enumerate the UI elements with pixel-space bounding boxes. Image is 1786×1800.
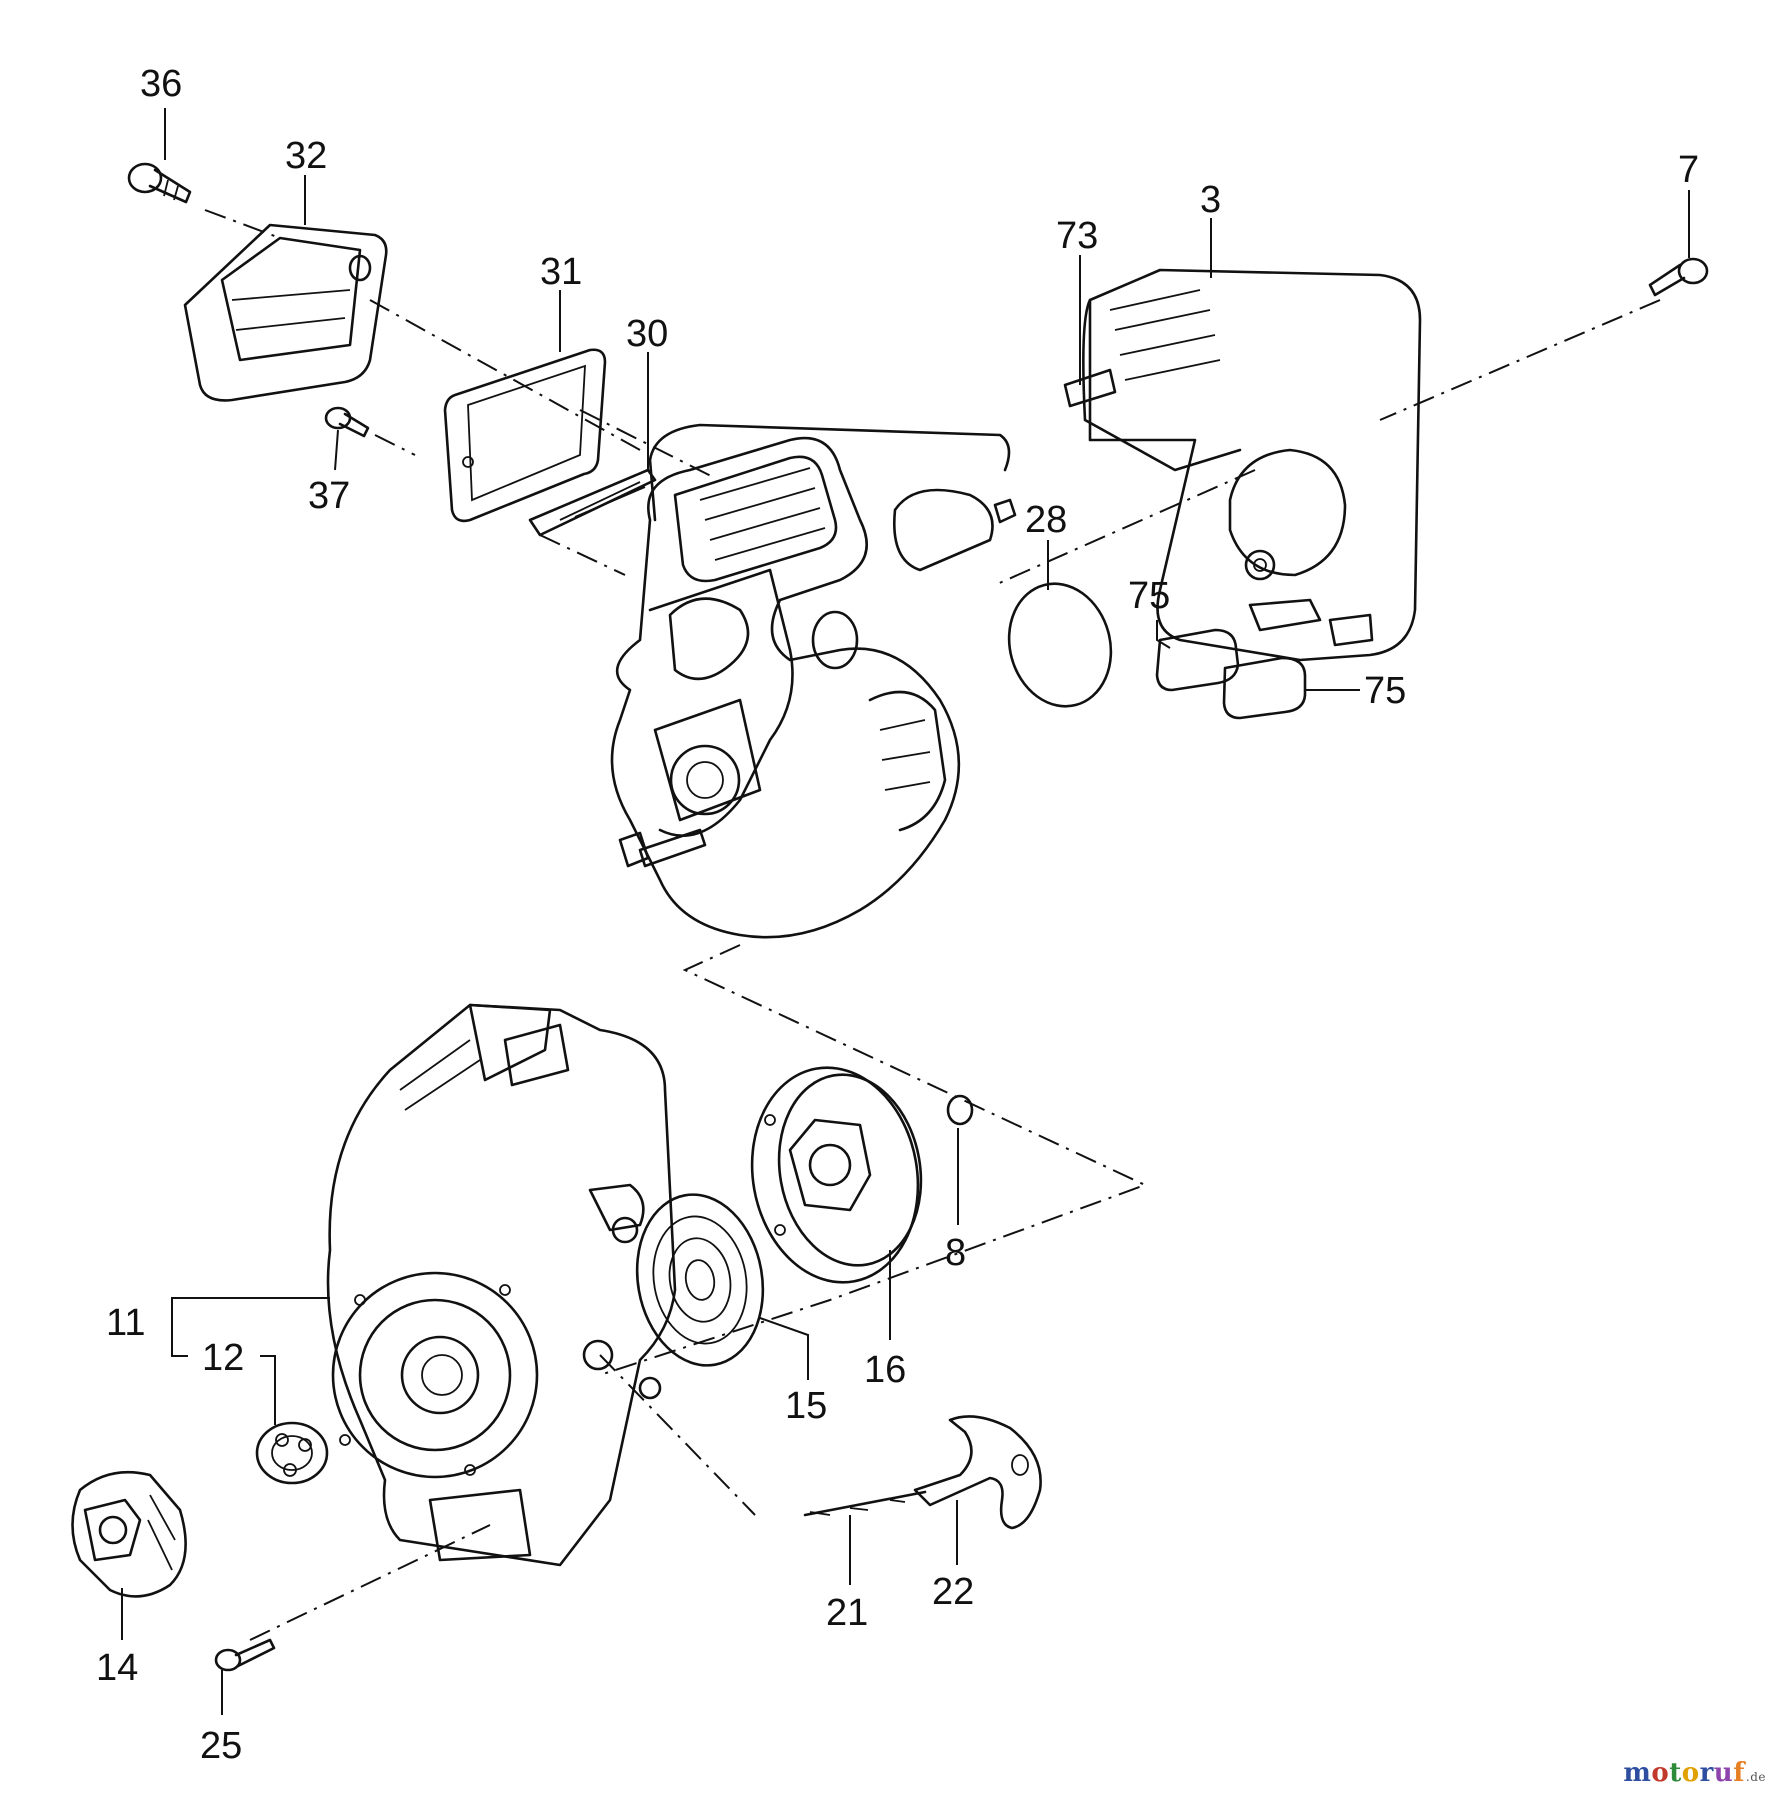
part-25-screw <box>214 1638 276 1672</box>
callout-12: 12 <box>202 1337 244 1379</box>
part-28-o-ring <box>1007 582 1113 708</box>
callout-31: 31 <box>540 251 582 293</box>
part-16-pulley <box>750 1066 923 1284</box>
part-31-gasket <box>443 348 607 523</box>
brand-letter: o <box>1681 1758 1700 1788</box>
callout-32: 32 <box>285 135 327 177</box>
part-21-starter-rope <box>803 1490 927 1517</box>
callout-75-lower: 75 <box>1364 670 1406 712</box>
callout-28: 28 <box>1025 499 1067 541</box>
part-8-clip <box>946 1094 974 1126</box>
callout-3: 3 <box>1200 179 1221 221</box>
brand-letter: o <box>1651 1758 1670 1788</box>
callout-22: 22 <box>932 1571 974 1613</box>
callout-11: 11 <box>106 1302 145 1344</box>
brand-letter: r <box>1699 1758 1714 1788</box>
callout-15: 15 <box>785 1385 827 1427</box>
brand-letter: m <box>1623 1758 1652 1788</box>
assembly-axis-lines <box>204 209 1661 1641</box>
engine-block <box>610 423 1017 939</box>
part-75-rubber-blocks <box>1155 628 1307 720</box>
brand-letter: t <box>1669 1758 1682 1788</box>
brand-letter: u <box>1713 1758 1734 1788</box>
part-30-element <box>528 468 657 537</box>
part-7-screw <box>1648 257 1709 297</box>
brand-letter: f <box>1733 1758 1745 1788</box>
part-32-air-cleaner-cover <box>183 223 388 402</box>
part-3-fan-cover <box>1063 268 1422 662</box>
callout-7: 7 <box>1678 149 1699 191</box>
part-11-starter-housing <box>326 1003 677 1567</box>
callout-labels: 36 32 31 30 37 73 3 7 28 75 75 11 12 14 … <box>96 63 1699 1767</box>
part-14-clutch <box>71 1470 187 1598</box>
callout-30: 30 <box>626 313 668 355</box>
brand-suffix: .de <box>1745 1770 1766 1784</box>
part-15-recoil-spring <box>635 1193 765 1367</box>
leader-lines <box>121 108 1690 1715</box>
callout-16: 16 <box>864 1349 906 1391</box>
callout-75-upper: 75 <box>1128 575 1170 617</box>
callout-8: 8 <box>945 1232 966 1274</box>
callout-25: 25 <box>200 1725 242 1767</box>
callout-36: 36 <box>140 63 182 105</box>
brand-watermark: motoruf.de <box>1623 1758 1766 1788</box>
part-37-screw <box>324 406 370 438</box>
callout-37: 37 <box>308 475 350 517</box>
part-22-starter-handle <box>913 1415 1042 1530</box>
brand-logo: motoruf <box>1623 1758 1745 1788</box>
callout-14: 14 <box>96 1647 138 1689</box>
callout-73: 73 <box>1056 215 1098 257</box>
callout-21: 21 <box>826 1592 868 1634</box>
part-36-screw <box>127 162 192 204</box>
part-12-bearing <box>255 1421 329 1485</box>
